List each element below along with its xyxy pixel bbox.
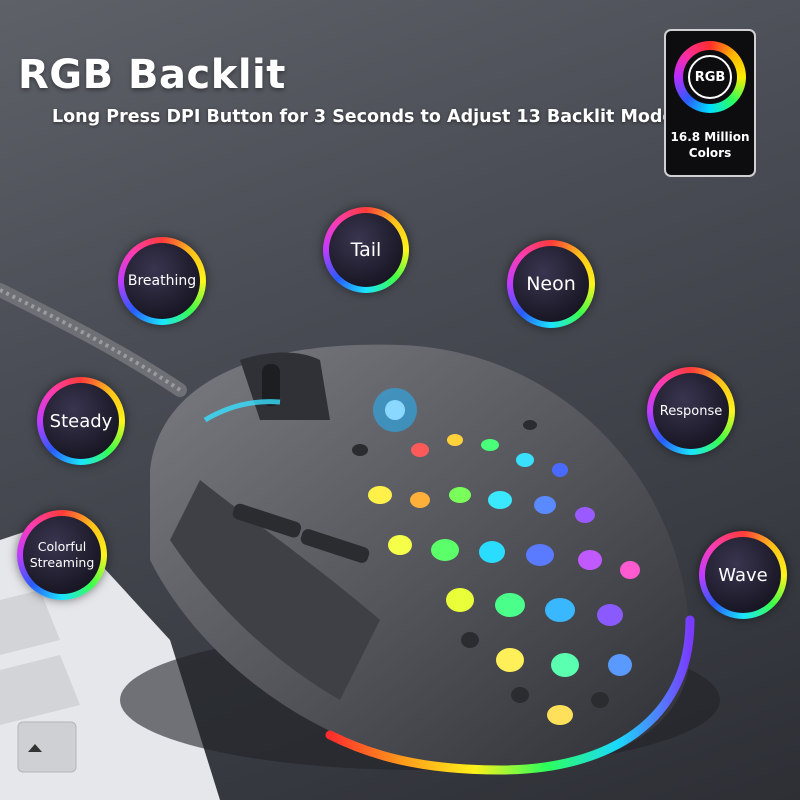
mode-colorful-streaming: Colorful Streaming [17,510,107,600]
mode-tail: Tail [323,207,409,293]
page-title: RGB Backlit [18,52,286,98]
rgb-colors-badge: RGB 16.8 Million Colors [664,29,756,177]
page-subtitle: Long Press DPI Button for 3 Seconds to A… [52,107,685,127]
mode-label: Tail [329,213,403,287]
badge-label: RGB [688,55,732,99]
mode-steady: Steady [37,377,125,465]
mode-label: Wave [705,537,781,613]
mouse-cable [0,283,187,397]
mode-label: Neon [513,246,589,322]
mode-label: Colorful Streaming [23,516,101,594]
badge-text: 16.8 Million Colors [670,130,750,160]
mode-wave: Wave [699,531,787,619]
mode-label: Response [653,373,729,449]
mode-response: Response [647,367,735,455]
mode-neon: Neon [507,240,595,328]
mode-label: Steady [43,383,119,459]
gaming-mouse [150,344,695,775]
mode-breathing: Breathing [118,237,206,325]
mode-label: Breathing [124,243,200,319]
